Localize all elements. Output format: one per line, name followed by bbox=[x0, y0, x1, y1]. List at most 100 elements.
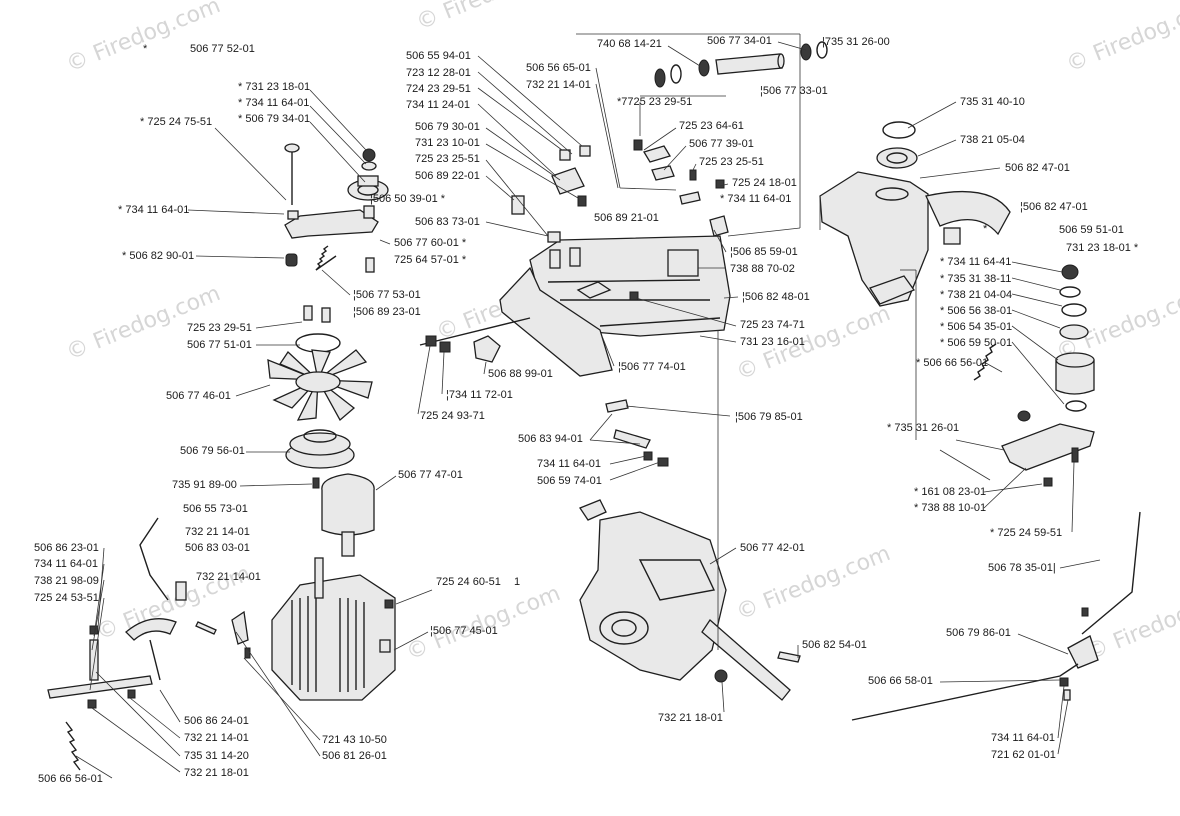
part-number-label: 725 24 53-51 bbox=[34, 592, 99, 604]
watermark-text: © Firedog.com bbox=[63, 0, 224, 78]
part-number-label: 506 82 47-01 bbox=[1005, 162, 1070, 174]
part-number-label: ¦506 89 23-01 bbox=[353, 306, 421, 318]
part-number-label: ¦506 50 39-01 * bbox=[370, 193, 446, 205]
frame-plate-assembly bbox=[419, 145, 731, 377]
part-number-label: * 734 11 64-41 bbox=[940, 256, 1011, 268]
part-number-label: ¦506 82 48-01 bbox=[742, 291, 810, 303]
transaxle bbox=[579, 499, 801, 701]
part-number-label: 506 79 30-01 bbox=[415, 121, 480, 133]
part-number-label: 734 11 24-01 bbox=[406, 99, 470, 111]
part-number-label: 732 21 14-01 bbox=[526, 79, 591, 91]
part-number-label: * 734 11 64-01 bbox=[720, 193, 791, 205]
part-number-label: 506 88 99-01 bbox=[488, 368, 553, 380]
idler-arm-assembly bbox=[284, 143, 389, 273]
part-number-label: * 738 88 10-01 bbox=[914, 502, 986, 514]
part-number-label: ¦506 77 45-01 bbox=[430, 625, 498, 637]
part-number-label: 506 59 74-01 bbox=[537, 475, 602, 487]
part-number-label: * bbox=[983, 223, 988, 235]
part-number-label: 732 21 14-01 bbox=[185, 526, 250, 538]
part-number-label: 506 89 21-01 bbox=[594, 212, 659, 224]
part-number-label: 506 77 46-01 bbox=[166, 390, 231, 402]
watermark-text: © Firedog.com bbox=[1083, 581, 1180, 665]
watermark-text: © Firedog.com bbox=[413, 0, 574, 36]
part-number-label: 506 82 54-01 bbox=[802, 639, 867, 651]
part-number-label: ¦506 82 47-01 bbox=[1020, 201, 1088, 213]
part-number-label: 731 23 10-01 bbox=[415, 137, 480, 149]
control-linkage bbox=[47, 517, 187, 771]
part-number-label: 725 23 29-51 bbox=[187, 322, 252, 334]
part-number-label: 725 64 57-01 * bbox=[394, 254, 467, 266]
part-number-label: 725 23 25-51 bbox=[415, 153, 480, 165]
part-number-label: 732 21 14-01 bbox=[196, 571, 261, 583]
part-number-label: 506 89 22-01 bbox=[415, 170, 480, 182]
part-number-label: * 734 11 64-01 bbox=[238, 97, 309, 109]
part-number-label: 735 31 40-10 bbox=[960, 96, 1025, 108]
part-number-label: * 725 24 59-51 bbox=[990, 527, 1062, 539]
part-number-label: ¦735 31 26-00 bbox=[822, 36, 890, 48]
part-number-label: 506 83 73-01 bbox=[415, 216, 480, 228]
part-number-label: 725 23 25-51 bbox=[699, 156, 764, 168]
part-number-label: 506 77 39-01 bbox=[689, 138, 754, 150]
part-number-label: * 738 21 04-04 bbox=[940, 289, 1012, 301]
part-number-label: * 506 56 38-01 bbox=[940, 305, 1012, 317]
part-number-label: ¦506 77 33-01 bbox=[760, 85, 828, 97]
part-number-label: 734 11 64-01 bbox=[991, 732, 1055, 744]
part-number-label: 734 11 64-01 bbox=[34, 558, 98, 570]
part-number-label: 506 66 58-01 bbox=[868, 675, 933, 687]
part-number-label: 725 24 18-01 bbox=[732, 177, 797, 189]
part-number-label: 506 86 23-01 bbox=[34, 542, 99, 554]
hydrostatic-unit bbox=[195, 473, 396, 701]
part-number-label: 738 88 70-02 bbox=[730, 263, 795, 275]
part-number-label: 735 31 14-20 bbox=[184, 750, 249, 762]
part-number-label: 506 55 73-01 bbox=[183, 503, 248, 515]
part-number-label: 506 83 03-01 bbox=[185, 542, 250, 554]
part-number-label: * 725 24 75-51 bbox=[140, 116, 212, 128]
part-number-label: * 506 82 90-01 bbox=[122, 250, 194, 262]
part-number-label: 506 78 35-01| bbox=[988, 562, 1056, 574]
part-number-label: 506 79 86-01 bbox=[946, 627, 1011, 639]
part-number-label: * 735 31 26-01 bbox=[887, 422, 959, 434]
part-number-labels: 506 77 52-01 * * 731 23 18-01 * 734 11 64-0… bbox=[34, 35, 1139, 785]
part-number-label: 506 77 34-01 bbox=[707, 35, 772, 47]
part-number-label: 732 21 14-01 bbox=[184, 732, 249, 744]
reservoir-assembly bbox=[819, 121, 1095, 487]
watermark-text: © Firedog.com bbox=[403, 581, 564, 665]
part-number-label: 506 86 24-01 bbox=[184, 715, 249, 727]
part-number-label: 732 21 18-01 bbox=[658, 712, 723, 724]
part-number-label: * 731 23 18-01 bbox=[238, 81, 310, 93]
part-number-label: 725 23 64-61 bbox=[679, 120, 744, 132]
part-number-label: * 506 59 50-01 bbox=[940, 337, 1012, 349]
part-number-label: ¦506 77 74-01 bbox=[618, 361, 686, 373]
part-number-label: 724 23 29-51 bbox=[406, 83, 471, 95]
part-number-label: ¦506 79 85-01 bbox=[735, 411, 803, 423]
part-number-label: * 735 31 38-11 bbox=[940, 273, 1011, 285]
part-number-label: 725 24 60-51 bbox=[436, 576, 501, 588]
part-number-label: 506 79 56-01 bbox=[180, 445, 245, 457]
part-number-label: * bbox=[143, 43, 148, 55]
part-number-label: * 506 66 56-01 bbox=[916, 357, 988, 369]
part-number-label: 732 21 18-01 bbox=[184, 767, 249, 779]
part-number-label: * 161 08 23-01 bbox=[914, 486, 986, 498]
part-number-label: 725 23 74-71 bbox=[740, 319, 805, 331]
part-number-label: ¦506 77 53-01 bbox=[353, 289, 421, 301]
leader-lines bbox=[75, 33, 1101, 779]
part-number-label: 731 23 16-01 bbox=[740, 336, 805, 348]
part-number-label: 506 81 26-01 bbox=[322, 750, 387, 762]
part-number-label: * 506 79 34-01 bbox=[238, 113, 310, 125]
part-number-label: *7725 23 29-51 bbox=[617, 96, 692, 108]
part-number-label: 721 62 01-01 bbox=[991, 749, 1056, 761]
part-number-label: 506 59 51-01 bbox=[1059, 224, 1124, 236]
part-number-label: 738 21 05-04 bbox=[960, 134, 1025, 146]
part-number-label: 721 43 10-50 bbox=[322, 734, 387, 746]
part-number-label: 506 77 52-01 bbox=[190, 43, 255, 55]
part-number-label: 506 77 47-01 bbox=[398, 469, 463, 481]
part-number-label: 506 77 60-01 * bbox=[394, 237, 467, 249]
part-number-label: 1 bbox=[514, 576, 520, 588]
part-number-label: 506 56 65-01 bbox=[526, 62, 591, 74]
part-number-label: 506 77 51-01 bbox=[187, 339, 252, 351]
part-number-label: ¦506 85 59-01 bbox=[730, 246, 798, 258]
part-number-label: 734 11 64-01 bbox=[537, 458, 601, 470]
part-number-label: 740 68 14-21 bbox=[597, 38, 662, 50]
part-number-label: 738 21 98-09 bbox=[34, 575, 99, 587]
